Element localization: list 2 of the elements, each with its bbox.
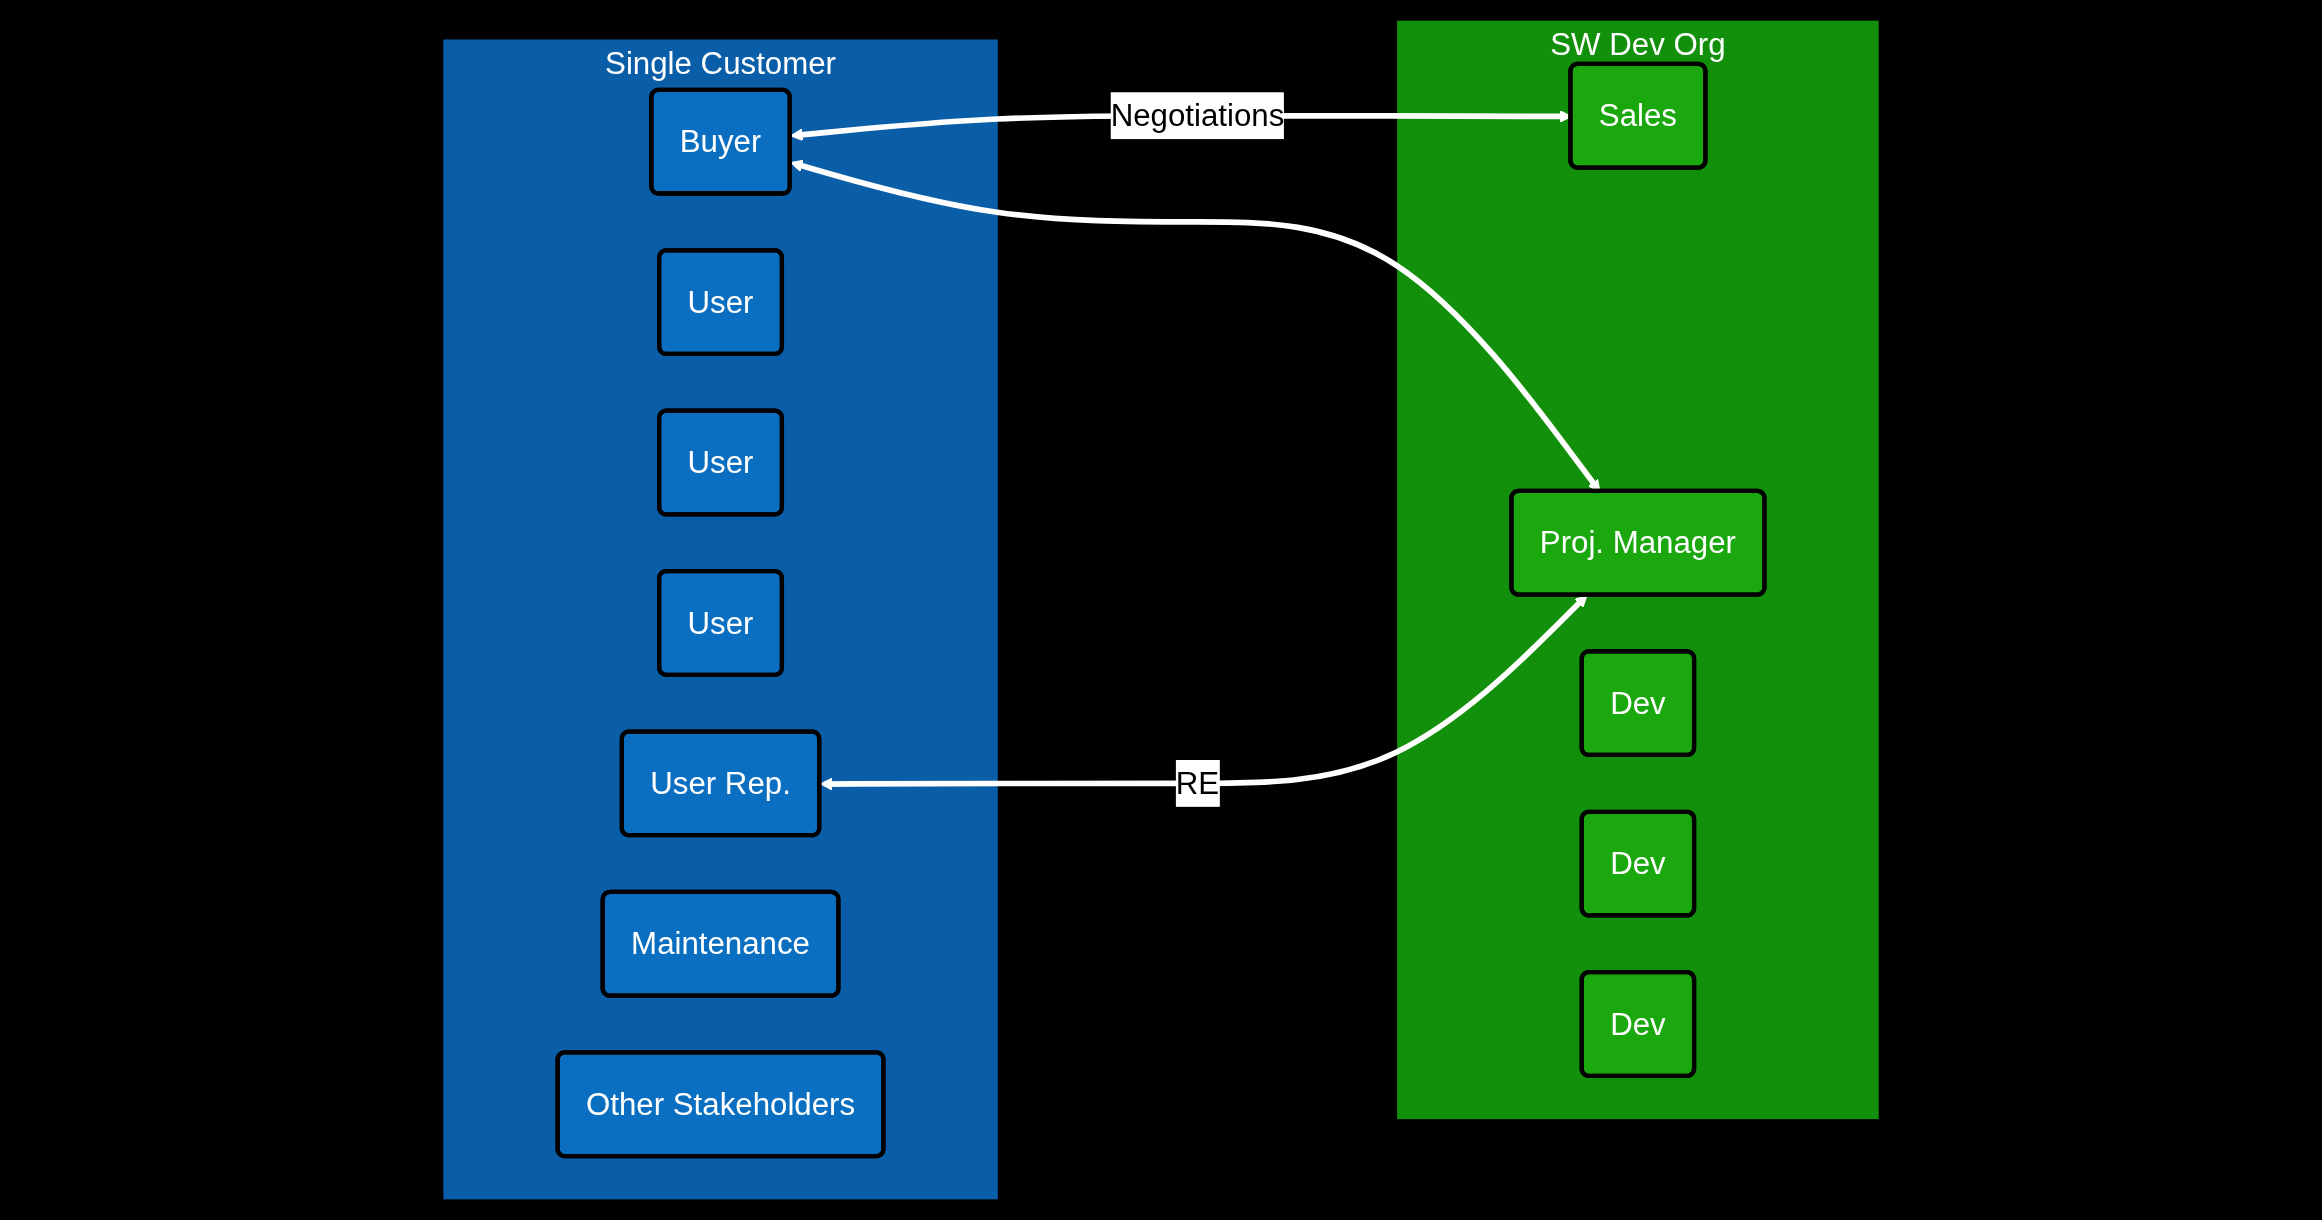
edge-label: Negotiations <box>1110 92 1285 140</box>
edge-label: RE <box>1175 759 1220 807</box>
